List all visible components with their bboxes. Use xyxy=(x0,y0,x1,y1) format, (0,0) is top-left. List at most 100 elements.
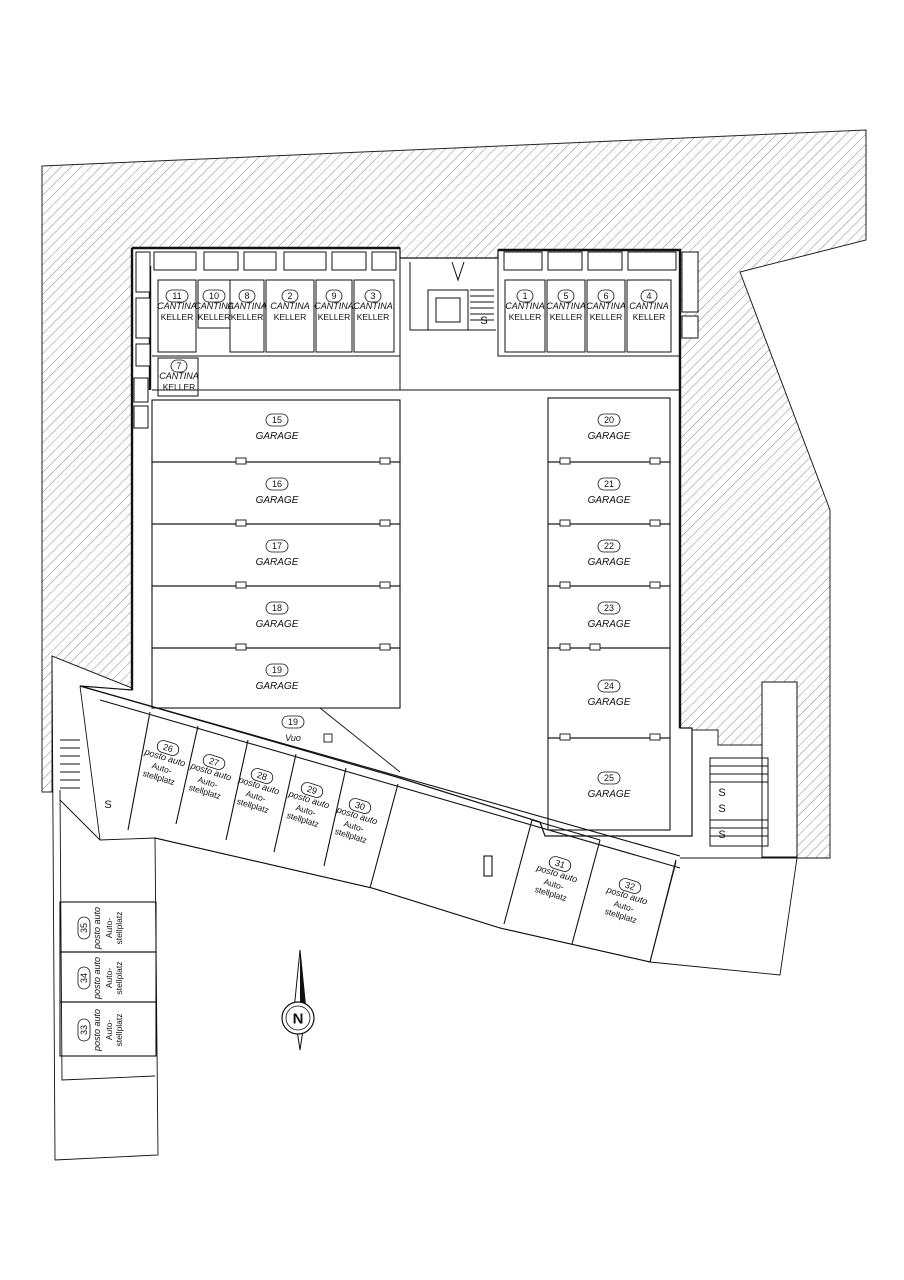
cellar-label-it: CANTINA xyxy=(227,301,267,311)
columns xyxy=(235,457,661,743)
unit-number: 15 xyxy=(272,415,282,425)
unit-number: 29 xyxy=(306,784,319,796)
number-badge xyxy=(265,601,289,615)
unit-number: 33 xyxy=(79,1025,89,1035)
unit-number: 32 xyxy=(624,880,637,892)
number-badge xyxy=(548,856,572,872)
number-badge xyxy=(165,289,189,303)
earth-hatch-area xyxy=(41,129,867,859)
number-badge xyxy=(597,771,621,785)
cellar-label-de: KELLER xyxy=(198,312,231,322)
unit-number: 26 xyxy=(162,742,175,754)
void-text: Vuo xyxy=(285,733,301,743)
number-badge xyxy=(77,916,91,940)
cellar-label-de: KELLER xyxy=(163,382,196,392)
void-area xyxy=(186,707,401,773)
number-badge xyxy=(77,1018,91,1042)
number-badge xyxy=(557,289,575,303)
number-badge xyxy=(202,754,226,770)
unit-number: 1 xyxy=(522,291,527,301)
cellar-label-de: KELLER xyxy=(231,312,264,322)
cellar-label-de: KELLER xyxy=(633,312,666,322)
cellar-block xyxy=(152,258,680,397)
parking-label-de2: stellplatz xyxy=(114,1013,124,1046)
number-badge xyxy=(597,413,621,427)
staircase xyxy=(409,261,496,331)
garages-right xyxy=(547,397,671,831)
number-badge xyxy=(265,413,289,427)
cellar-label-de: KELLER xyxy=(318,312,351,322)
unit-number: 2 xyxy=(287,291,292,301)
parking-label-de2: stellplatz xyxy=(114,911,124,944)
number-badge xyxy=(156,740,180,756)
parking-label-de2: stellplatz xyxy=(114,961,124,994)
site-outline-inner xyxy=(59,789,156,1081)
number-badge xyxy=(281,715,305,729)
garage-text: GARAGE xyxy=(588,789,631,800)
number-badge xyxy=(597,679,621,693)
garage-text: GARAGE xyxy=(256,431,299,442)
north-arrow-icon: N xyxy=(281,949,315,1051)
unit-number: 30 xyxy=(354,800,367,812)
cellar-label-it: CANTINA xyxy=(314,301,354,311)
number-badge xyxy=(77,966,91,990)
garage-text: GARAGE xyxy=(588,495,631,506)
unit-number: 22 xyxy=(604,541,614,551)
number-badge xyxy=(640,289,658,303)
unit-number: 10 xyxy=(209,291,219,301)
cellar-label-it: CANTINA xyxy=(159,371,199,381)
unit-number: 35 xyxy=(79,923,89,933)
number-badge xyxy=(281,289,299,303)
unit-number: 17 xyxy=(272,541,282,551)
garage-text: GARAGE xyxy=(588,697,631,708)
right-annex xyxy=(709,681,798,858)
left-stair xyxy=(60,739,80,789)
stair-mark: S xyxy=(718,829,725,841)
number-badge xyxy=(170,359,188,373)
cellar-label-it: CANTINA xyxy=(270,301,310,311)
cellar-label-de: KELLER xyxy=(161,312,194,322)
number-badge xyxy=(597,477,621,491)
number-badge xyxy=(250,768,274,784)
cellar-label-de: KELLER xyxy=(590,312,623,322)
garage-text: GARAGE xyxy=(256,495,299,506)
number-badge xyxy=(300,782,324,798)
garage-text: GARAGE xyxy=(588,619,631,630)
number-badge xyxy=(618,878,642,894)
cellar-label-de: KELLER xyxy=(550,312,583,322)
parking-label-it: posto auto xyxy=(92,907,102,950)
stair-mark: S xyxy=(480,315,487,327)
stair-mark: S xyxy=(718,803,725,815)
unit-number: 31 xyxy=(554,858,567,870)
cellar-label-it: CANTINA xyxy=(194,301,234,311)
number-badge xyxy=(265,539,289,553)
number-badge xyxy=(265,477,289,491)
stair-mark: S xyxy=(718,787,725,799)
unit-number: 21 xyxy=(604,479,614,489)
unit-number: 8 xyxy=(244,291,249,301)
unit-number: 6 xyxy=(603,291,608,301)
unit-number: 27 xyxy=(208,756,221,768)
